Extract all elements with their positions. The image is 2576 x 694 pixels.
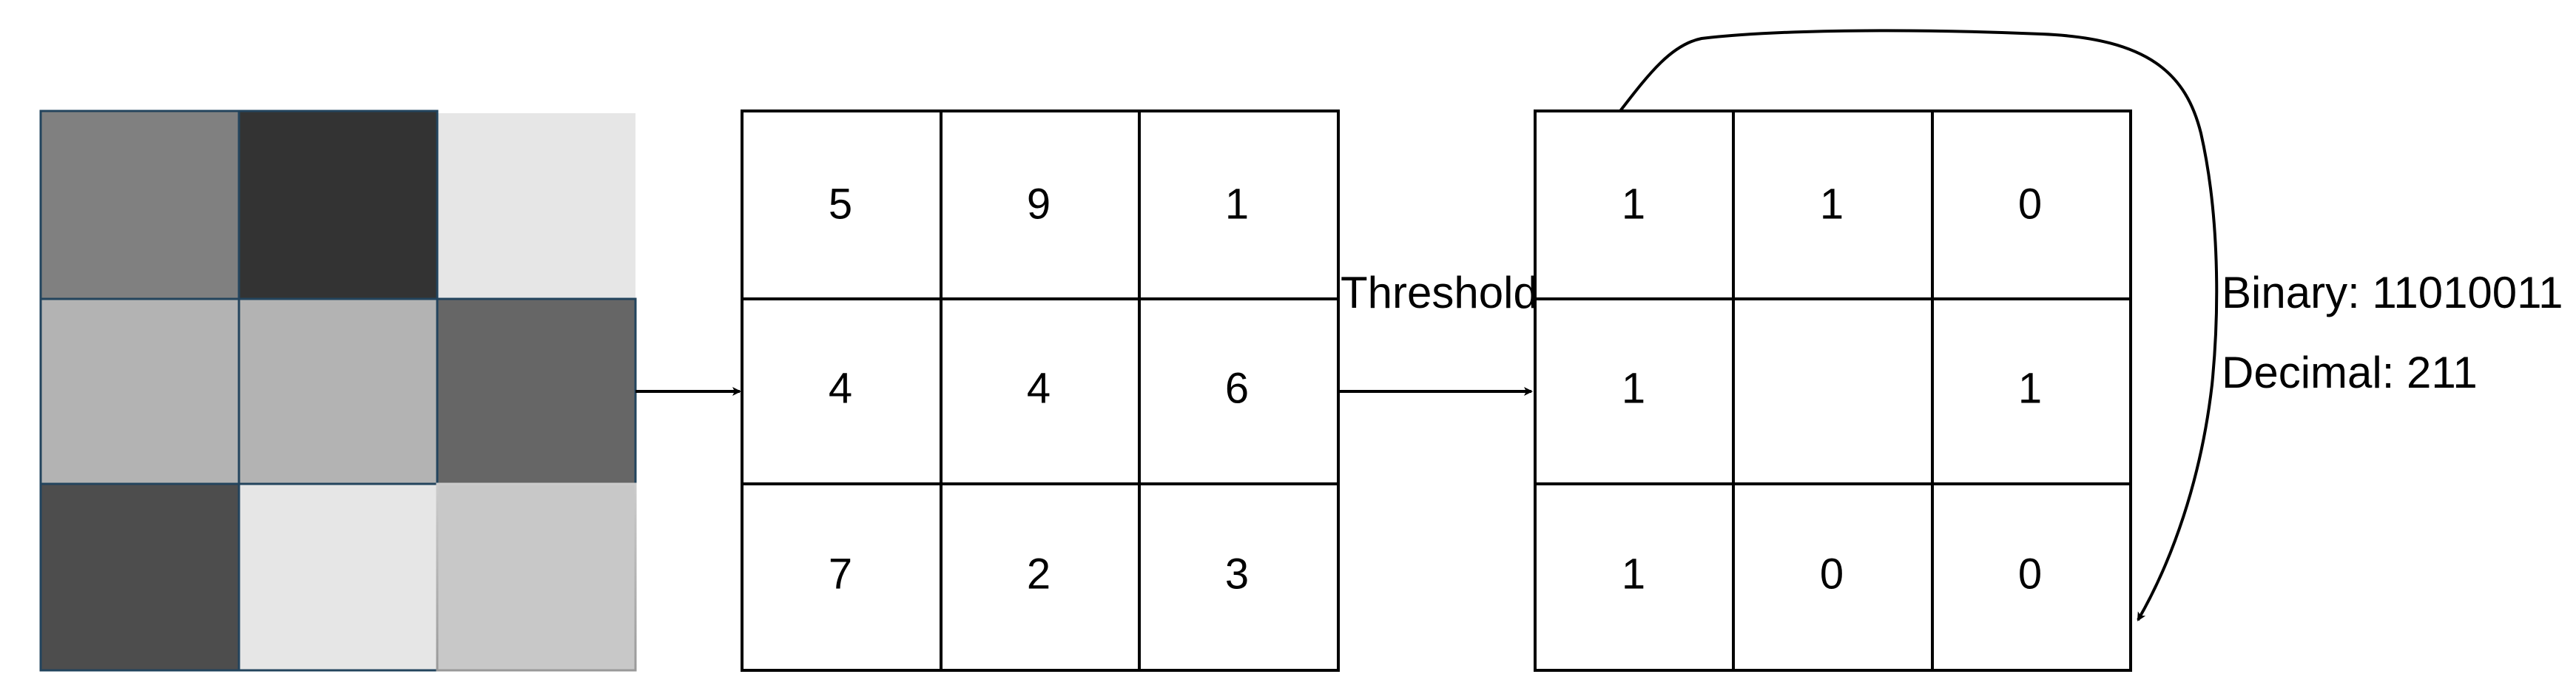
- pixel-cell: [239, 484, 437, 670]
- intensity-value: 4: [829, 364, 852, 412]
- pixel-cell: [41, 484, 239, 670]
- binary-value: 1: [2018, 364, 2042, 412]
- curved-arrow-reading-order: [1619, 29, 2219, 621]
- pixel-cell: [437, 484, 635, 670]
- intensity-value: 1: [1225, 180, 1249, 228]
- intensity-grid-frame: [741, 110, 1340, 672]
- binary-value: 0: [1820, 550, 1844, 598]
- binary-value: 1: [1622, 180, 1645, 228]
- binary-value: 1: [1622, 550, 1645, 598]
- pixel-cell: [437, 299, 635, 484]
- pixel-cell-gradient-border: [436, 482, 637, 672]
- intensity-value: 2: [1027, 550, 1051, 598]
- pixel-cell: [239, 299, 437, 484]
- intensity-value: 5: [829, 180, 852, 228]
- threshold-label: Threshold: [1341, 268, 1538, 317]
- binary-value: 1: [1622, 364, 1645, 412]
- intensity-grid: 5 9 1 4 4 6 7 2 3: [741, 110, 1340, 672]
- decimal-result-label: Decimal: 211: [2222, 348, 2478, 397]
- pixel-cell: [41, 111, 239, 299]
- binary-value: 1: [1820, 180, 1844, 228]
- binary-value: 0: [2018, 180, 2042, 228]
- intensity-value: 9: [1027, 180, 1051, 228]
- binary-result-label: Binary: 11010011: [2222, 268, 2563, 317]
- pixel-cell: [437, 113, 635, 299]
- intensity-value: 3: [1225, 550, 1249, 598]
- pixel-patch: [39, 110, 637, 672]
- binary-grid-frame: [1534, 110, 2132, 672]
- intensity-value: 7: [829, 550, 852, 598]
- pixel-cell: [41, 299, 239, 484]
- binary-value: 0: [2018, 550, 2042, 598]
- intensity-value: 4: [1027, 364, 1051, 412]
- pixel-cell: [239, 111, 437, 299]
- binary-grid: 1 1 0 1 1 1 0 0: [1534, 110, 2132, 672]
- intensity-value: 6: [1225, 364, 1249, 412]
